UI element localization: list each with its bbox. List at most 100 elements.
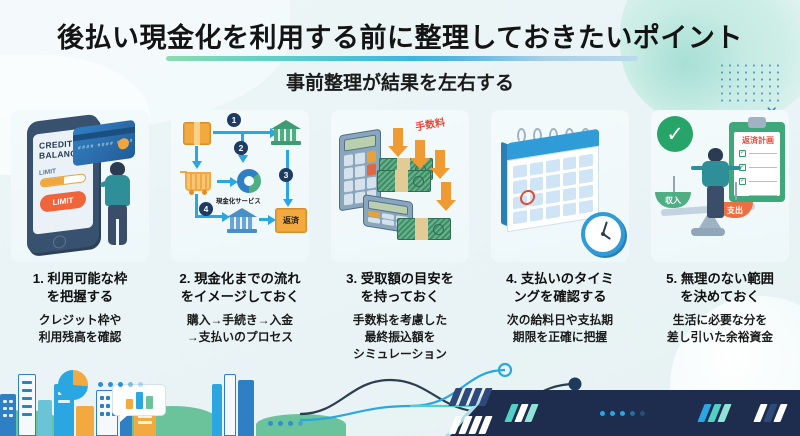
page-title: 後払い現金化を利用する前に整理しておきたいポイント [57,23,743,53]
point-subtext-2: 購入→手続き→入金 →支払いのプロセス [165,312,315,346]
subtext-line: 購入→手続き→入金 [186,313,294,328]
building [134,410,156,436]
point-column-4: 4. 支払いのタイミ ングを確認する 次の給料日や支払期 期限を正確に把握 [480,108,640,373]
subtext-line: →支払いのプロセス [186,330,294,345]
person-legs [108,205,127,245]
flow-arrow-4 [195,211,230,222]
heading-line: を持っておく [360,288,440,304]
step-badge-3: 3 [279,168,293,182]
heading-line: を把握する [46,288,114,304]
point-column-2: 1 2 現金化サービス 3 4 [160,108,320,373]
building [224,374,236,436]
subtext-line: 期限を正確に把握 [512,330,608,345]
subtext-line: シミュレーション [353,346,447,361]
person-illustration [691,148,741,220]
fee-arrow-4 [436,182,456,211]
point-subtext-4: 次の給料日や支払期 期限を正確に把握 [485,312,635,346]
pie-chart-decoration [58,370,88,400]
point-column-5: ✓ 返済計画 ✓ ✓ ✓ 収入 支出 [640,108,800,373]
subtext-line: 手数料を考慮した [352,313,448,328]
building [0,394,16,436]
person-body [702,161,729,187]
points-row: CREDIT BALANCE LIMIT LIMIT #### #### ###… [0,108,800,373]
person-head [110,162,125,176]
dot-grid-decoration [718,62,782,102]
checklist-row: ✓ [739,150,777,157]
person-legs [707,186,724,218]
point-subtext-3: 手数料を考慮した 最終振込額を シミュレーション [325,312,475,362]
heading-line: 2. 現金化までの流れ [179,271,301,286]
flow-arrow-cart-to-service [217,176,238,187]
point-subtext-5: 生活に必要な分を 差し引いた余裕資金 [645,312,795,346]
illustration-cash-flow: 1 2 現金化サービス 3 4 [171,110,309,262]
repayment-box: 返済 [275,208,307,233]
cash-service-logo-icon [237,169,261,193]
scale-base [691,228,725,236]
bank-icon-1 [271,120,301,146]
subtext-line: 最終振込額を [364,330,436,345]
illustration-credit-limit: CREDIT BALANCE LIMIT LIMIT #### #### ###… [11,110,149,262]
checklist-row [739,192,777,199]
city-skyline-decoration [0,364,346,436]
building [76,406,94,436]
limit-label: LIMIT [39,167,56,177]
clipboard-clip-icon [748,117,766,128]
fee-arrow-1 [388,128,408,157]
flow-diagram: 1 2 現金化サービス 3 4 [171,110,309,262]
heading-line: を決めておく [680,288,760,304]
illustration-calendar-clock [491,110,629,262]
money-stack-icon-2 [377,169,431,193]
point-heading-1: 1. 利用可能な枠 を把握する [4,270,156,305]
calendar-spiral [517,128,526,143]
fee-label: 手数料 [414,117,447,134]
page-subtitle: 事前整理が結果を左右する [285,73,514,94]
step-badge-2: 2 [234,141,248,155]
plan-title: 返済計画 [742,136,774,145]
credit-card-icon: #### #### #### [73,119,135,167]
shopping-cart-icon [180,171,211,195]
checklist-row: ✓ [739,164,777,171]
heading-line: 4. 支払いのタイミ [506,271,614,286]
limit-button: LIMIT [40,190,86,213]
banner-stripes-right-1 [697,404,732,422]
flow-arrow-to-repay [259,214,276,225]
package-box-icon [183,122,211,145]
dot-row-decoration [98,382,143,387]
banner-stripes-outer-2 [448,416,493,434]
banner-stripes-left [504,404,539,422]
heading-line: 3. 受取額の目安を [346,271,454,286]
bar-chart-bubble [112,384,166,422]
subtext-line: 次の給料日や支払期 [506,313,614,328]
calendar-icon [501,126,605,234]
clock-icon [581,212,625,256]
building [18,374,36,436]
calendar-date-grid [513,153,593,225]
clock-center-pin [601,232,605,236]
fee-arrow-3 [430,150,450,179]
step-badge-4: 4 [199,202,213,216]
heading-line: 1. 利用可能な枠 [32,271,128,286]
repayment-plan-clipboard: 返済計画 ✓ ✓ ✓ [729,117,785,202]
calendar-spiral [533,128,542,143]
bank-icon-2 [227,208,257,234]
check-circle-icon: ✓ [657,116,693,152]
dot-row-decoration-2 [268,421,303,426]
header: 後払い現金化を利用する前に整理しておきたいポイント 事前整理が結果を左右する [0,0,800,104]
card-chip-icon [118,137,129,151]
person-illustration [99,162,139,254]
clipboard-paper: 返済計画 ✓ ✓ ✓ [734,132,780,199]
banner-stripes-outer [448,388,493,406]
point-heading-4: 4. 支払いのタイミ ングを確認する [484,270,636,305]
income-pan: 収入 [655,192,691,208]
expense-pan: 支出 [717,202,753,218]
scale-string-right [735,182,737,200]
person-head [708,148,723,162]
subtext-line: 利用残高を確認 [38,330,122,345]
point-column-1: CREDIT BALANCE LIMIT LIMIT #### #### ###… [0,108,160,373]
point-heading-5: 5. 無理のない範囲 を決めておく [644,270,796,305]
fee-arrow-2 [410,140,430,169]
point-subtext-1: クレジット枠や 利用残高を確認 [5,312,155,346]
illustration-balance-scale: ✓ 返済計画 ✓ ✓ ✓ 収入 支出 [651,110,789,262]
building [212,384,222,436]
building [38,400,52,436]
